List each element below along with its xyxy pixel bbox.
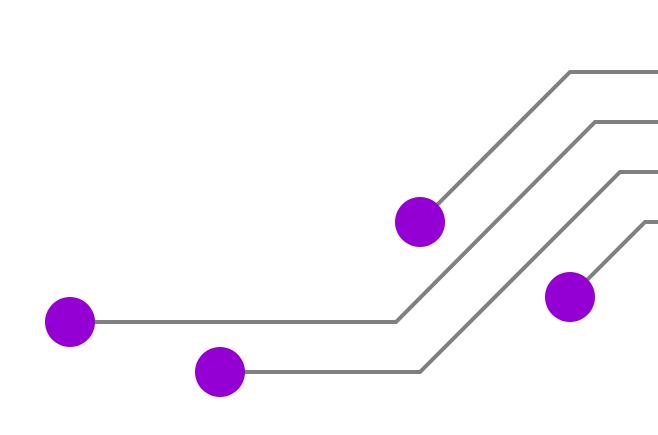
circuit-trace-4 [568, 220, 658, 299]
circuit-trace-1 [418, 70, 658, 224]
circuit-node-3 [195, 347, 245, 397]
circuit-node-4 [545, 272, 595, 322]
circuit-node-2 [45, 297, 95, 347]
circuit-node-1 [395, 197, 445, 247]
circuit-trace-2 [70, 120, 658, 324]
circuit-trace-3 [220, 170, 658, 374]
